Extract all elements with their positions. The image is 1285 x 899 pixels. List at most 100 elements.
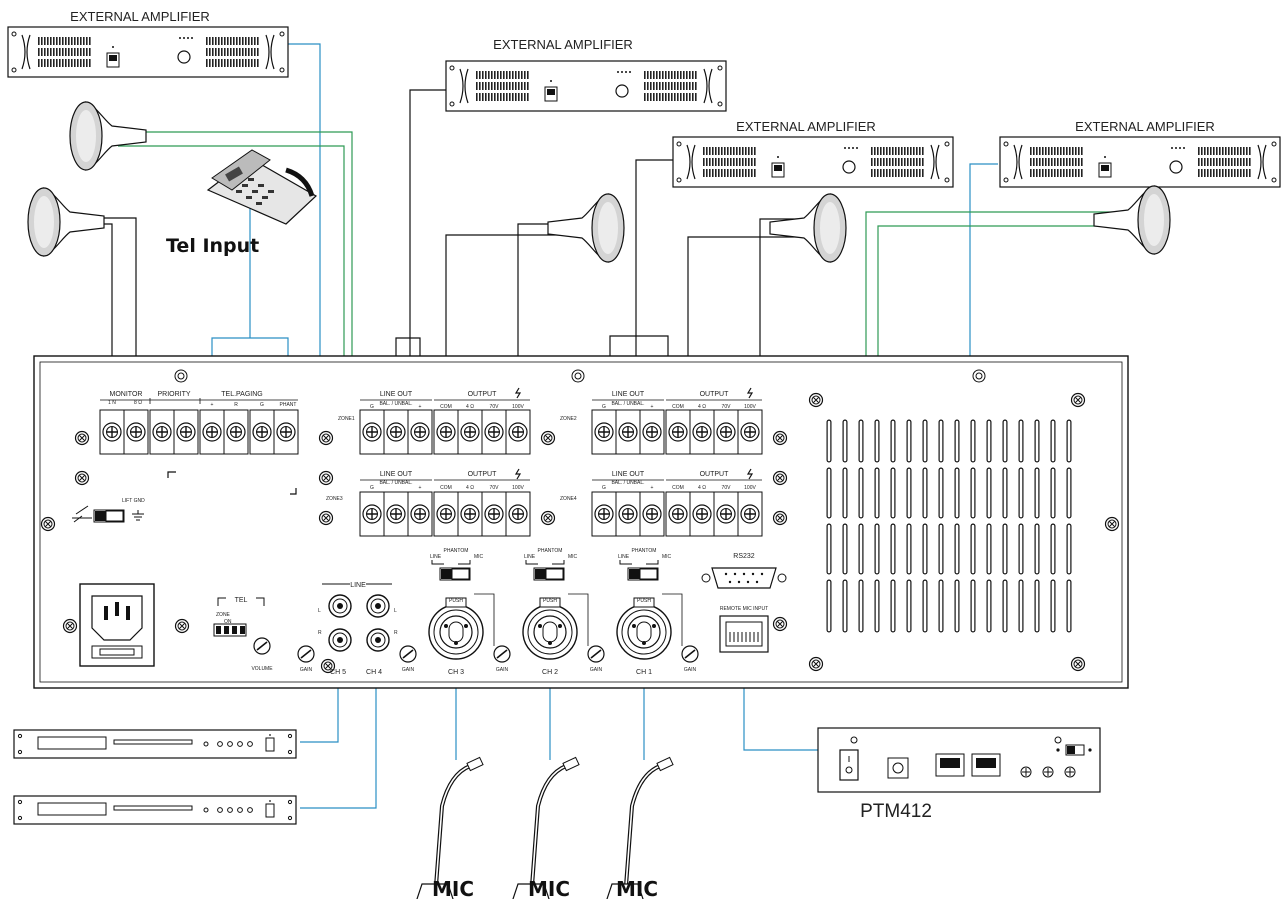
- ptm412-label: PTM412: [860, 801, 932, 822]
- remote-mic-input-port[interactable]: REMOTE MIC INPUT: [719, 606, 769, 653]
- svg-text:PUSH: PUSH: [543, 598, 557, 604]
- svg-text:PHANTOM: PHANTOM: [538, 548, 563, 554]
- svg-text:ON: ON: [224, 619, 232, 625]
- mic-label: MIC: [616, 877, 658, 899]
- amplifier-label: EXTERNAL AMPLIFIER: [736, 119, 876, 134]
- ch3-xlr-input[interactable]: PUSH: [428, 597, 484, 660]
- svg-text:LINE OUT: LINE OUT: [380, 471, 413, 478]
- microphone-icon: MIC: [506, 755, 582, 899]
- svg-text:G: G: [602, 485, 606, 491]
- svg-text:VOLUME: VOLUME: [251, 666, 273, 672]
- rs232-port[interactable]: RS232: [701, 553, 787, 589]
- ch2-phantom-switch[interactable]: PHANTOM LINE MIC: [524, 548, 578, 581]
- svg-text:4 Ω: 4 Ω: [698, 485, 706, 491]
- horn-speaker-icon: [769, 193, 847, 263]
- zone2-terminals[interactable]: [591, 409, 763, 455]
- svg-text:COM: COM: [440, 485, 452, 491]
- svg-text:LINE OUT: LINE OUT: [612, 391, 645, 398]
- zone1-terminals[interactable]: [359, 409, 531, 455]
- svg-text:70V: 70V: [722, 404, 732, 410]
- svg-text:LINE OUT: LINE OUT: [612, 471, 645, 478]
- svg-text:R: R: [234, 402, 238, 408]
- zone-label: ZONE1: [338, 416, 355, 422]
- line-rca-inputs[interactable]: LINE L L R R: [318, 582, 398, 652]
- vent-grille: [826, 419, 1072, 633]
- svg-text:G: G: [260, 402, 264, 408]
- ch1-xlr-input[interactable]: PUSH: [616, 597, 672, 660]
- svg-text:1 N: 1 N: [108, 400, 116, 406]
- svg-text:LINE: LINE: [524, 554, 536, 560]
- svg-text:PHANTOM: PHANTOM: [444, 548, 469, 554]
- wire-amp2-zone1: [409, 89, 446, 402]
- ch3-phantom-switch[interactable]: PHANTOM LINE MIC: [430, 548, 484, 581]
- svg-text:4 Ω: 4 Ω: [698, 404, 706, 410]
- external-amplifier-3: EXTERNAL AMPLIFIER: [673, 119, 953, 187]
- svg-text:R: R: [394, 630, 398, 636]
- svg-text:BAL. / UNBAL.: BAL. / UNBAL.: [379, 401, 412, 407]
- svg-text:MIC: MIC: [662, 554, 672, 560]
- svg-text:OUTPUT: OUTPUT: [468, 391, 498, 398]
- zone-label: ZONE2: [560, 416, 577, 422]
- amplifier-label: EXTERNAL AMPLIFIER: [493, 37, 633, 52]
- svg-text:70V: 70V: [722, 485, 732, 491]
- svg-text:8 Ω: 8 Ω: [134, 400, 142, 406]
- zone-label: ZONE4: [560, 496, 577, 502]
- svg-text:GAIN: GAIN: [496, 667, 509, 673]
- wire-amp3-zone2: [635, 159, 673, 402]
- lift-gnd-switch[interactable]: LIFT GND: [72, 498, 145, 523]
- microphone-icon: MIC: [410, 755, 486, 899]
- rear-panel: MONITOR 1 N 8 Ω PRIORITY TEL.PAGING + R …: [33, 355, 1129, 689]
- svg-text:100V: 100V: [744, 485, 756, 491]
- media-player-1: [13, 729, 297, 759]
- svg-text:70V: 70V: [490, 485, 500, 491]
- svg-text:LINE: LINE: [350, 582, 366, 589]
- svg-text:COM: COM: [440, 404, 452, 410]
- tel-paging-label: TEL.PAGING: [221, 391, 263, 398]
- svg-text:PUSH: PUSH: [637, 598, 651, 604]
- ch5-gain-knob[interactable]: [297, 645, 315, 663]
- svg-text:ZONE: ZONE: [216, 612, 231, 618]
- ptm412-remote-unit: [817, 727, 1101, 793]
- ch3-gain-knob[interactable]: [493, 645, 511, 663]
- external-amplifier-1: EXTERNAL AMPLIFIER: [8, 9, 288, 77]
- wire-player2-ch4: [300, 638, 377, 809]
- svg-text:OUTPUT: OUTPUT: [700, 391, 730, 398]
- svg-text:OUTPUT: OUTPUT: [468, 471, 498, 478]
- power-inlet[interactable]: [79, 583, 155, 667]
- svg-text:PUSH: PUSH: [449, 598, 463, 604]
- svg-text:PHANTOM: PHANTOM: [632, 548, 657, 554]
- tel-input-label: Tel Input: [166, 235, 259, 257]
- svg-text:OUTPUT: OUTPUT: [700, 471, 730, 478]
- svg-text:L: L: [318, 608, 321, 614]
- svg-text:MIC: MIC: [474, 554, 484, 560]
- zone3-terminals[interactable]: [359, 491, 531, 537]
- ch2-gain-knob[interactable]: [587, 645, 605, 663]
- ch1-gain-knob[interactable]: [681, 645, 699, 663]
- svg-text:70V: 70V: [490, 404, 500, 410]
- svg-text:RS232: RS232: [733, 553, 755, 560]
- svg-text:+: +: [419, 404, 422, 410]
- svg-text:CH 5: CH 5: [330, 669, 346, 676]
- wire-spk-zone2-com: [687, 236, 800, 402]
- tel-volume-knob[interactable]: [253, 637, 271, 655]
- zone4-terminals[interactable]: [591, 491, 763, 537]
- svg-text:BAL. / UNBAL.: BAL. / UNBAL.: [379, 480, 412, 486]
- tel-zone-dip-switch[interactable]: TEL ZONE ON: [213, 597, 265, 637]
- zone-label: ZONE3: [326, 496, 343, 502]
- microphone-icon: MIC: [600, 755, 676, 899]
- ch2-xlr-input[interactable]: PUSH: [522, 597, 578, 660]
- svg-text:CH 2: CH 2: [542, 669, 558, 676]
- svg-text:LIFT GND: LIFT GND: [122, 498, 145, 504]
- svg-text:+: +: [651, 404, 654, 410]
- svg-text:MIC: MIC: [568, 554, 578, 560]
- svg-text:GAIN: GAIN: [590, 667, 603, 673]
- svg-text:100V: 100V: [744, 404, 756, 410]
- svg-text:CH 3: CH 3: [448, 669, 464, 676]
- ch4-gain-knob[interactable]: [399, 645, 417, 663]
- svg-text:LINE: LINE: [618, 554, 630, 560]
- svg-text:100V: 100V: [512, 485, 524, 491]
- svg-text:100V: 100V: [512, 404, 524, 410]
- wire-spk-monitor-b: [100, 217, 137, 402]
- ch1-phantom-switch[interactable]: PHANTOM LINE MIC: [618, 548, 672, 581]
